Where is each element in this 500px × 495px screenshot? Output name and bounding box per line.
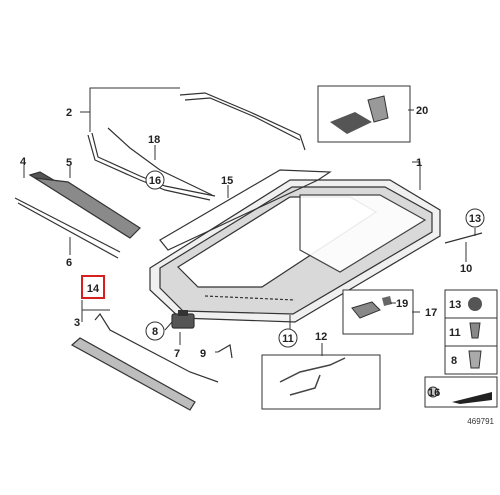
svg-text:14: 14 — [87, 283, 100, 295]
callout-16-circled: 16 — [145, 170, 165, 190]
callout-8-circled: 8 — [145, 321, 165, 341]
callout-20: 20 — [416, 105, 428, 117]
svg-text:11: 11 — [282, 333, 294, 345]
box-12 — [261, 354, 381, 410]
drive-motor — [171, 310, 195, 329]
svg-text:13: 13 — [469, 213, 481, 225]
grommet-icon — [468, 297, 482, 311]
svg-text:16: 16 — [149, 175, 161, 187]
callout-9: 9 — [200, 348, 206, 360]
callout-7: 7 — [174, 348, 180, 360]
grid-label-16: 16 — [428, 387, 440, 399]
callout-4: 4 — [20, 156, 27, 168]
callout-10: 10 — [460, 263, 472, 275]
callout-6: 6 — [66, 257, 72, 269]
callout-12: 12 — [315, 331, 327, 343]
seal-strip-edge — [94, 312, 219, 383]
box-20 — [317, 85, 411, 143]
drain-hose — [444, 232, 483, 244]
material-sample-icon — [452, 392, 492, 404]
screw-icon — [469, 322, 481, 339]
seal-strip — [70, 337, 196, 411]
callout-11-circled: 11 — [278, 328, 298, 348]
clip-icon — [427, 386, 439, 398]
guide-rail-set — [87, 92, 306, 201]
callout-13-circled: 13 — [465, 208, 485, 228]
callout-3: 3 — [74, 317, 80, 329]
svg-text:8: 8 — [152, 326, 158, 338]
callout-2: 2 — [66, 107, 72, 119]
callout-1: 1 — [416, 157, 422, 169]
callout-18: 18 — [148, 134, 160, 146]
callout-15: 15 — [221, 175, 233, 187]
leader-lines — [23, 87, 476, 356]
sunroof-frame — [149, 179, 441, 323]
drive-cable — [107, 127, 213, 196]
grid-label-8: 8 — [451, 355, 457, 367]
callout-5: 5 — [66, 157, 72, 169]
roof-slat-assembly — [14, 171, 141, 259]
fastener-grid — [424, 289, 498, 408]
callout-19: 19 — [396, 298, 408, 310]
callout-17: 17 — [425, 307, 437, 319]
bracket-clip — [217, 344, 233, 359]
bolt-icon — [468, 350, 482, 369]
glass-panel-seal — [159, 169, 332, 251]
reference-number: 469791 — [467, 417, 494, 426]
grid-label-11: 11 — [449, 327, 461, 339]
box-17-19 — [342, 289, 414, 335]
callout-14-highlighted: 14 — [81, 275, 105, 299]
grid-label-13: 13 — [449, 299, 461, 311]
